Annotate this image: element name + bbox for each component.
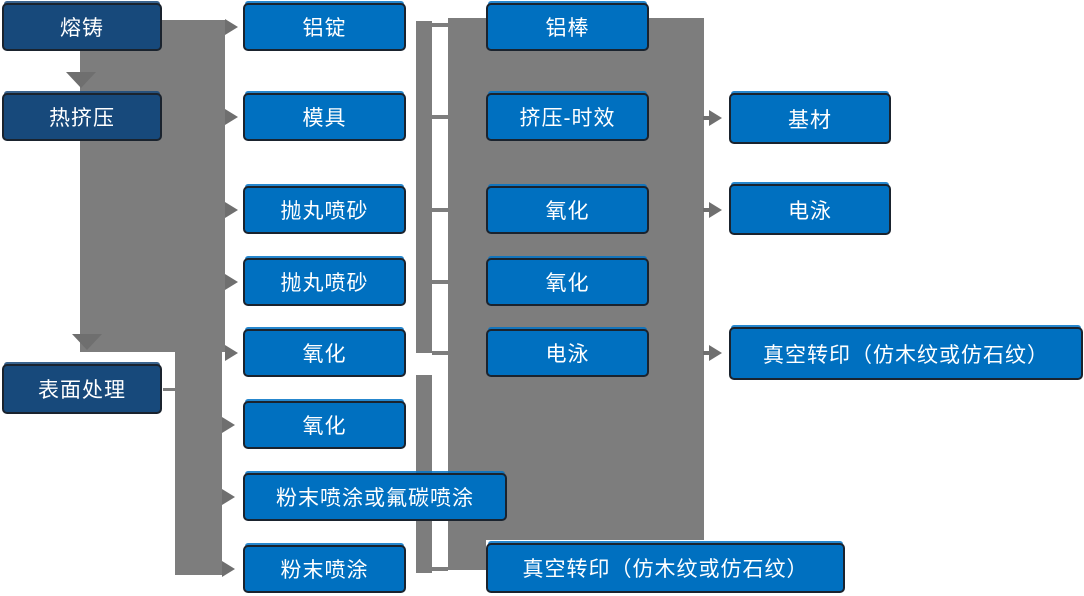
flow-node-label: 基材 [788,108,832,132]
connector-tick [432,23,448,27]
right-arrow-icon [222,561,235,577]
connector-band [163,388,177,391]
right-arrow-icon [225,345,238,361]
flow-node-oxidation-4: 氧化 [486,258,649,306]
flow-node-label: 氧化 [545,272,590,295]
flow-node-shot-blasting-sandblasting-1: 抛丸喷砂 [243,186,406,234]
flow-node-aluminum-ingot: 铝锭 [243,3,406,51]
flow-node-label: 真空转印（仿木纹或仿石纹） [763,343,1049,367]
flow-node-oxidation-1: 氧化 [243,329,406,377]
right-arrow-icon [709,202,722,218]
flow-node-label: 电泳 [788,199,832,223]
flow-node-label: 粉末喷涂 [280,559,369,582]
flow-node-powder-coating: 粉末喷涂 [243,545,406,593]
down-arrow-icon [66,72,96,88]
flow-node-label: 氧化 [545,200,590,223]
connector-band [416,21,432,353]
flow-node-vacuum-transfer-print-2: 真空转印（仿木纹或仿石纹） [729,327,1083,380]
connector-tick [432,351,448,355]
flow-node-powder-or-fluorocarbon-coating: 粉末喷涂或氟碳喷涂 [243,473,507,521]
right-arrow-icon [225,19,238,35]
connector-tick [432,115,448,119]
right-arrow-icon [225,109,238,125]
flow-node-extrusion-aging: 挤压-时效 [486,93,649,141]
flow-node-melt-casting: 熔铸 [2,3,162,51]
right-arrow-icon [709,110,722,126]
flow-node-label: 氧化 [302,415,347,438]
flow-node-mold: 模具 [243,93,406,141]
connector-tick [432,208,448,212]
flow-node-oxidation-3: 氧化 [486,186,649,234]
flow-node-label: 挤压-时效 [519,107,616,130]
flow-node-electrophoresis-2: 电泳 [729,184,891,235]
flow-node-label: 模具 [302,107,347,130]
flow-node-label: 氧化 [302,343,347,366]
right-arrow-icon [222,489,235,505]
connector-band [175,350,222,575]
flow-node-label: 铝锭 [302,17,347,40]
flow-node-label: 铝棒 [545,17,590,40]
right-arrow-icon [709,345,722,361]
down-arrow-icon [72,334,102,350]
arrow-stem [703,351,712,355]
flow-node-hot-extrusion: 热挤压 [2,93,162,141]
flow-node-label: 粉末喷涂或氟碳喷涂 [276,487,474,510]
flow-node-aluminum-rod: 铝棒 [486,3,649,51]
flow-node-label: 热挤压 [49,107,115,130]
connector-band [80,20,225,352]
arrow-stem [703,116,712,120]
flow-node-label: 抛丸喷砂 [280,200,369,223]
flow-node-label: 表面处理 [38,379,126,402]
flow-node-electrophoresis-1: 电泳 [486,329,649,377]
flow-node-label: 熔铸 [60,17,104,40]
connector-tick [432,567,448,571]
right-arrow-icon [225,274,238,290]
flow-node-base-material: 基材 [729,93,891,144]
right-arrow-icon [222,417,235,433]
flow-node-vacuum-transfer-print-1: 真空转印（仿木纹或仿石纹） [486,543,845,593]
connector-tick [432,280,448,284]
connector-band [448,540,486,570]
flow-node-label: 电泳 [545,343,590,366]
flow-node-surface-treatment: 表面处理 [2,364,162,414]
flow-node-shot-blasting-sandblasting-2: 抛丸喷砂 [243,258,406,306]
flow-node-label: 真空转印（仿木纹或仿石纹） [522,558,809,581]
flow-node-label: 抛丸喷砂 [280,272,369,295]
arrow-stem [703,208,712,212]
right-arrow-icon [225,202,238,218]
flow-node-oxidation-2: 氧化 [243,401,406,449]
